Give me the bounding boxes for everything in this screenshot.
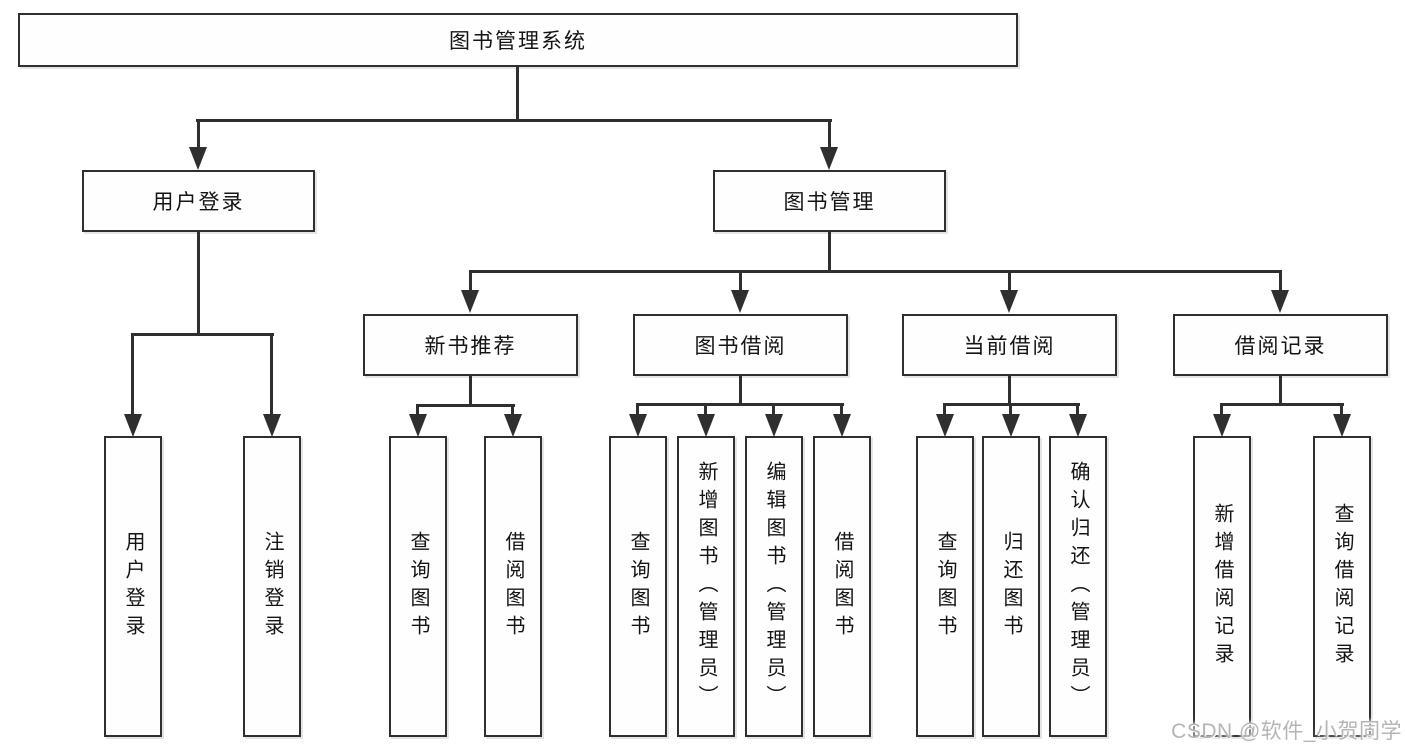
leaf-label: 归还图书 — [1000, 530, 1022, 643]
connector-new-book-stem — [469, 374, 472, 407]
leaf-label: 查询图书 — [627, 530, 649, 643]
node-book-management: 图书管理 — [713, 170, 946, 232]
connector-arrow-stem — [1220, 403, 1223, 418]
node-label: 新书推荐 — [424, 335, 517, 358]
leaf-label: 注销登录 — [261, 530, 283, 643]
connector-book-management-rail — [469, 270, 1282, 273]
leaf-label: 新增借阅记录 — [1211, 502, 1233, 671]
arrow-down-icon — [189, 147, 207, 170]
connector-book-borrowing-stem — [739, 374, 742, 406]
leaf-query-books-recommend: 查询图书 — [389, 436, 447, 737]
leaf-borrow-books-recommend: 借阅图书 — [484, 436, 542, 737]
connector-arrow-stem — [511, 404, 514, 418]
connector-arrow-stem — [943, 403, 946, 418]
node-user-login: 用户登录 — [82, 170, 315, 232]
connector-arrow-stem — [1008, 270, 1011, 293]
connector-arrow-stem — [131, 333, 134, 417]
csdn-watermark: CSDN @软件_小贺同学 — [1171, 720, 1402, 743]
connector-arrow-stem — [270, 333, 273, 417]
connector-arrow-stem — [704, 403, 707, 418]
connector-borrowing-records-rail — [1220, 403, 1344, 406]
connector-arrow-stem — [840, 403, 843, 418]
connector-root-rail — [196, 119, 832, 122]
connector-arrow-stem — [1009, 403, 1012, 418]
connector-new-book-rail — [416, 404, 515, 407]
connector-arrow-stem — [416, 404, 419, 418]
arrow-down-icon — [936, 414, 954, 437]
node-borrowing-records: 借阅记录 — [1173, 314, 1388, 376]
leaf-query-borrow-record: 查询借阅记录 — [1313, 436, 1371, 737]
leaf-label: 用户登录 — [122, 530, 144, 643]
leaf-label: 查询借阅记录 — [1331, 502, 1353, 671]
connector-book-borrowing-rail — [636, 403, 844, 406]
connector-arrow-stem — [1076, 403, 1079, 418]
connector-arrow-stem — [739, 270, 742, 293]
node-label: 图书管理系统 — [449, 30, 587, 53]
connector-arrow-stem — [1340, 403, 1343, 418]
connector-user-login-stem — [197, 230, 200, 336]
leaf-add-borrow-record: 新增借阅记录 — [1193, 436, 1251, 737]
arrow-down-icon — [1333, 414, 1351, 437]
arrow-down-icon — [697, 414, 715, 437]
leaf-label: 确认归还（管理员） — [1067, 460, 1089, 713]
connector-arrow-stem — [828, 119, 831, 150]
arrow-down-icon — [1069, 414, 1087, 437]
node-new-book-recommendation: 新书推荐 — [363, 314, 578, 376]
arrow-down-icon — [263, 414, 281, 437]
arrow-down-icon — [1213, 414, 1231, 437]
arrow-down-icon — [833, 414, 851, 437]
connector-user-login-rail — [131, 333, 274, 336]
arrow-down-icon — [461, 290, 479, 313]
arrow-down-icon — [1271, 290, 1289, 313]
node-label: 当前借阅 — [963, 335, 1056, 358]
connector-arrow-stem — [469, 270, 472, 293]
arrow-down-icon — [124, 414, 142, 437]
arrow-down-icon — [765, 414, 783, 437]
leaf-user-login: 用户登录 — [104, 436, 162, 737]
node-label: 图书借阅 — [694, 335, 787, 358]
connector-arrow-stem — [1279, 270, 1282, 293]
leaf-confirm-return-admin: 确认归还（管理员） — [1049, 436, 1107, 737]
node-label: 借阅记录 — [1234, 335, 1327, 358]
leaf-return-books: 归还图书 — [982, 436, 1040, 737]
node-library-management-system: 图书管理系统 — [18, 13, 1018, 67]
node-book-borrowing: 图书借阅 — [633, 314, 848, 376]
connector-arrow-stem — [772, 403, 775, 418]
leaf-query-books-borrowing: 查询图书 — [609, 436, 667, 737]
connector-root-stem — [516, 65, 519, 121]
arrow-down-icon — [409, 414, 427, 437]
leaf-label: 编辑图书（管理员） — [763, 460, 785, 713]
leaf-query-books-current: 查询图书 — [916, 436, 974, 737]
arrow-down-icon — [820, 147, 838, 170]
leaf-logout: 注销登录 — [243, 436, 301, 737]
arrow-down-icon — [629, 414, 647, 437]
connector-arrow-stem — [636, 403, 639, 418]
arrow-down-icon — [1002, 414, 1020, 437]
node-label: 图书管理 — [783, 191, 876, 214]
leaf-label: 借阅图书 — [502, 530, 524, 643]
node-current-borrowing: 当前借阅 — [902, 314, 1117, 376]
leaf-add-books-admin: 新增图书（管理员） — [677, 436, 735, 737]
connector-book-management-stem — [828, 230, 831, 273]
leaf-label: 查询图书 — [407, 530, 429, 643]
leaf-edit-books-admin: 编辑图书（管理员） — [745, 436, 803, 737]
node-label: 用户登录 — [152, 191, 245, 214]
connector-borrowing-records-stem — [1279, 374, 1282, 406]
leaf-borrow-books-borrowing: 借阅图书 — [813, 436, 871, 737]
arrow-down-icon — [1000, 290, 1018, 313]
leaf-label: 借阅图书 — [831, 530, 853, 643]
leaf-label: 新增图书（管理员） — [695, 460, 717, 713]
leaf-label: 查询图书 — [934, 530, 956, 643]
arrow-down-icon — [504, 414, 522, 437]
connector-arrow-stem — [197, 119, 200, 150]
arrow-down-icon — [731, 290, 749, 313]
connector-current-borrowing-stem — [1008, 374, 1011, 406]
